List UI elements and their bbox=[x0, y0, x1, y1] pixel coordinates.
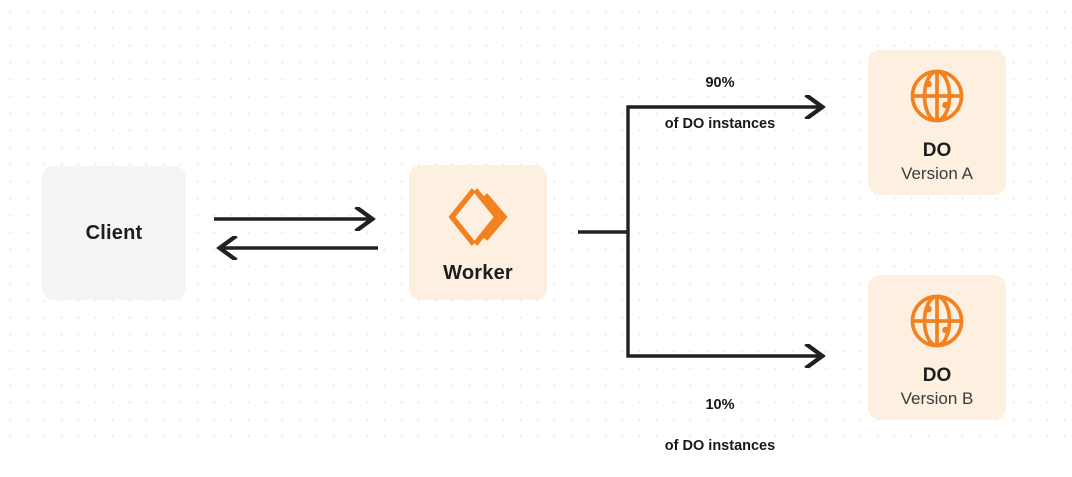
node-worker[interactable]: Worker bbox=[409, 165, 547, 300]
edge-label-do-b-caption: of DO instances bbox=[664, 437, 776, 454]
node-do-a-sublabel: Version A bbox=[901, 164, 973, 184]
node-do-b-sublabel: Version B bbox=[900, 389, 974, 409]
durable-object-globe-icon bbox=[906, 65, 968, 127]
node-client-label: Client bbox=[85, 221, 143, 244]
durable-object-globe-icon bbox=[906, 290, 968, 352]
node-do-version-a[interactable]: DO Version A bbox=[868, 50, 1006, 195]
edge-label-do-a-percent: 90% bbox=[705, 74, 735, 91]
node-client[interactable]: Client bbox=[42, 166, 186, 300]
edge-label-do-b-percent: 10% bbox=[705, 396, 735, 413]
edge-label-do-a: 90% of DO instances bbox=[600, 52, 840, 155]
node-do-b-label: DO bbox=[922, 365, 952, 387]
edge-label-do-a-caption: of DO instances bbox=[664, 115, 776, 132]
node-worker-label: Worker bbox=[443, 262, 513, 284]
node-do-version-b[interactable]: DO Version B bbox=[868, 275, 1006, 420]
diagram-canvas: Client Worker bbox=[0, 0, 1072, 454]
node-do-a-label: DO bbox=[922, 140, 952, 162]
edge-label-do-b: 10% of DO instances bbox=[600, 374, 840, 477]
cloudflare-workers-icon bbox=[447, 188, 509, 246]
